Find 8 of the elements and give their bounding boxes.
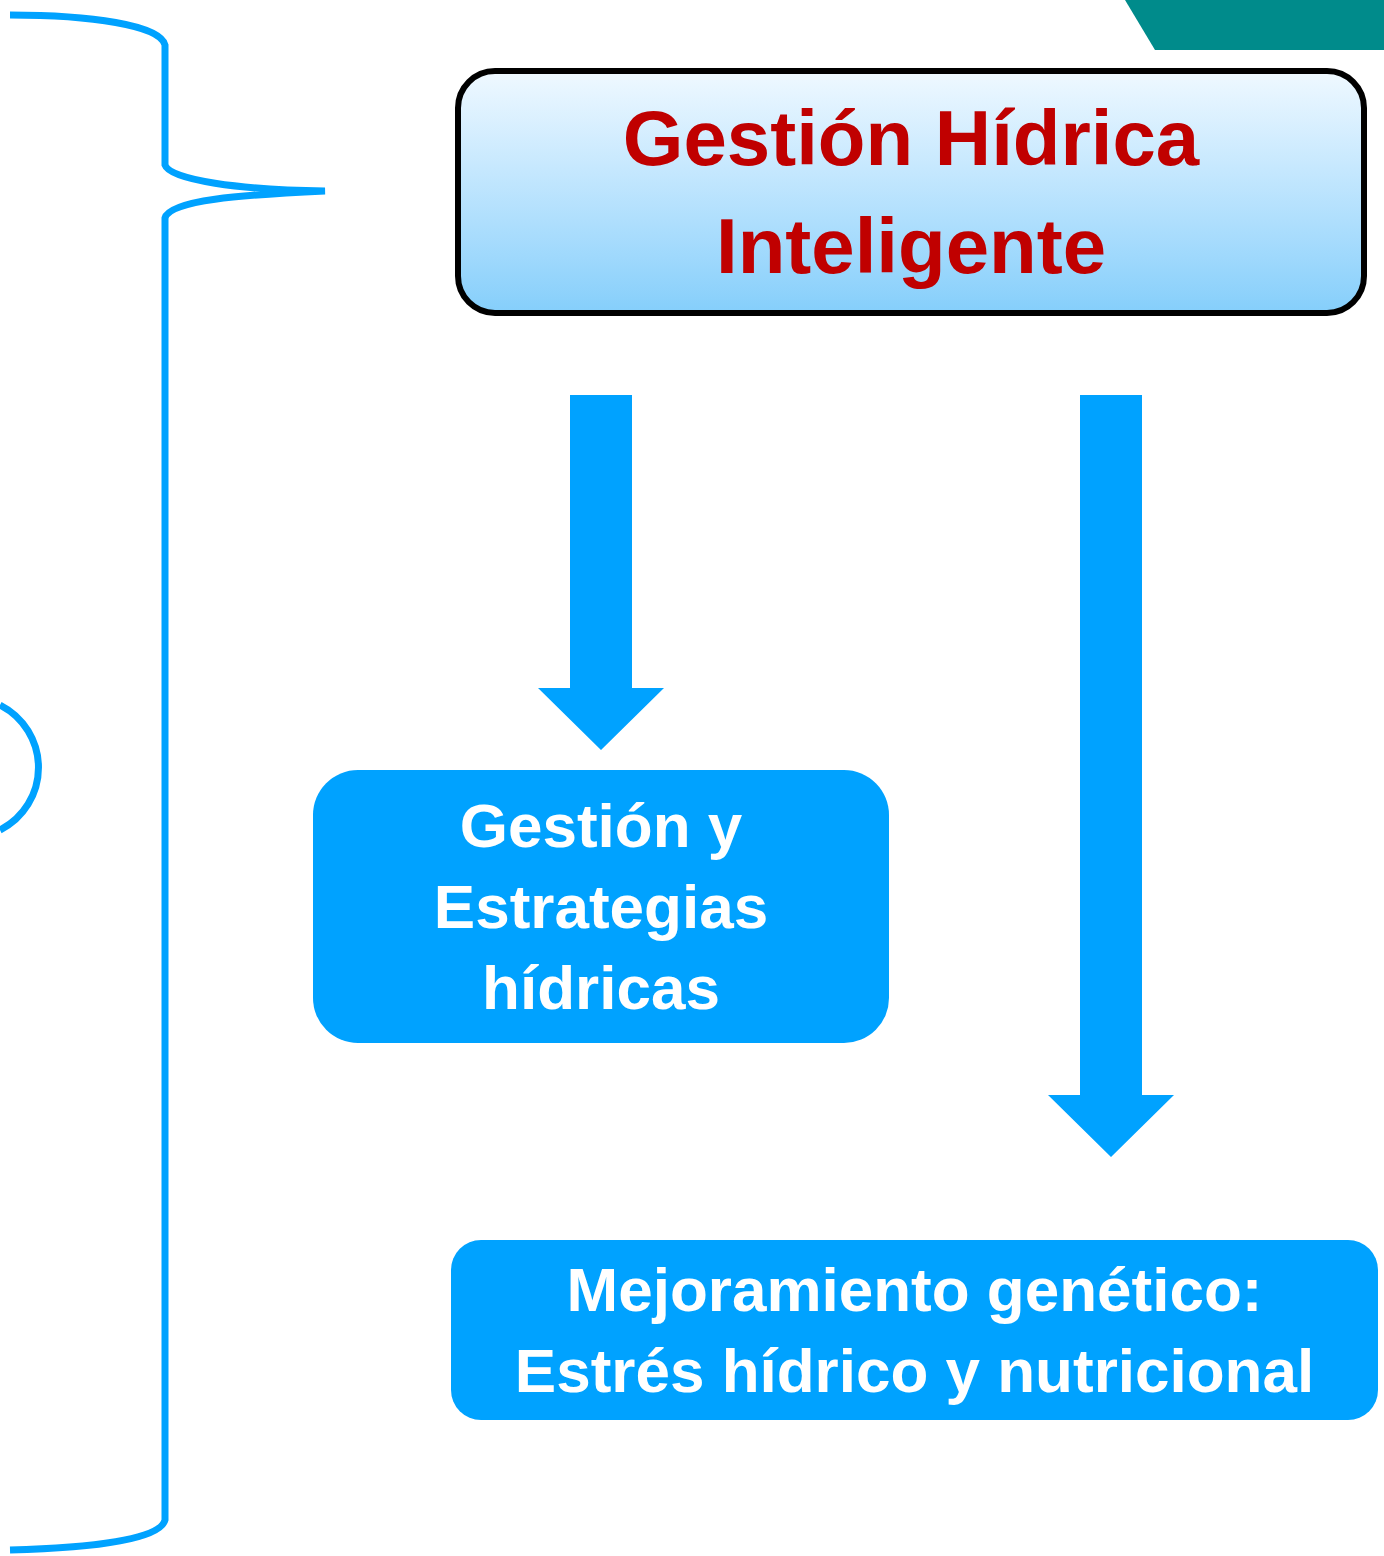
box-text: Gestión y Estrategias hídricas — [432, 790, 770, 1024]
rounded-box — [451, 1240, 1378, 1420]
box-text: Gestión Hídrica Inteligente — [621, 93, 1201, 292]
rounded-box — [455, 68, 1367, 316]
block-arrow — [1048, 395, 1174, 1157]
block-arrow — [538, 395, 664, 750]
rounded-box — [313, 770, 889, 1043]
box-text: Mejoramiento genético: Estrés hídrico y nutricional — [513, 1254, 1316, 1407]
